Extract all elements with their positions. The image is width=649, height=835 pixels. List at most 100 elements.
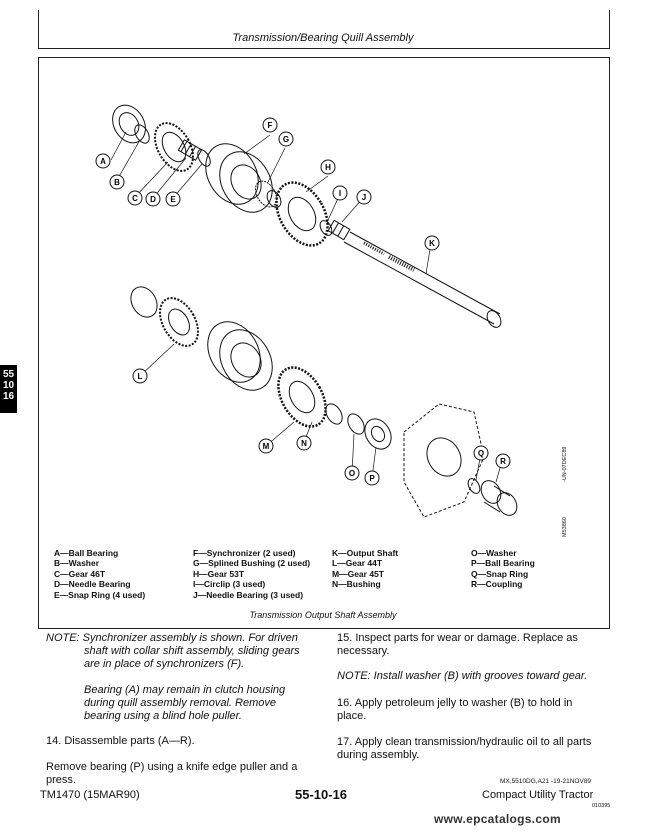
svg-text:E: E (170, 195, 176, 204)
text-line: necessary. (337, 645, 390, 657)
callout-f: F (262, 117, 278, 133)
legend-item: Q—Snap Ring (471, 568, 529, 579)
bushing-n (325, 403, 343, 425)
output-shaft-k (343, 231, 502, 328)
callout-r: R (495, 453, 511, 469)
callout-m: M (258, 438, 274, 454)
callout-n: N (296, 435, 312, 451)
text-line: 17. Apply clean transmission/hydraulic o… (337, 736, 592, 748)
washer-o (347, 413, 365, 435)
svg-text:H: H (325, 163, 331, 172)
step-14: 14. Disassemble parts (A—R). (46, 735, 195, 747)
step-15: 15. Inspect parts for wear or damage. Re… (337, 632, 578, 658)
svg-text:L: L (138, 372, 143, 381)
legend-column-1: A—Ball Bearing B—Washer C—Gear 46T D—Nee… (54, 548, 145, 600)
callout-g: G (278, 131, 294, 147)
note-washer: NOTE: Install washer (B) with grooves to… (337, 670, 588, 682)
footer-code: 010395 (592, 803, 611, 809)
text-line: NOTE: Synchronizer assembly is shown. Fo… (46, 632, 298, 644)
svg-text:J: J (362, 193, 366, 202)
svg-text:I: I (339, 189, 341, 198)
gear-46t (154, 122, 194, 172)
gear-45t (277, 366, 327, 428)
ball-bearing-a (112, 104, 146, 144)
callout-i: I (332, 185, 348, 201)
figure-caption: Transmission Output Shaft Assembly (249, 610, 397, 620)
svg-text:G: G (283, 135, 289, 144)
callout-j: J (356, 189, 372, 205)
circlip-i (319, 220, 333, 236)
header-frame (38, 10, 610, 49)
washer-b (134, 124, 150, 144)
callout-b: B (109, 174, 125, 190)
footer-manual-id: TM1470 (15MAR90) (40, 789, 140, 801)
splined-bushing-g (255, 180, 282, 208)
svg-text:F: F (268, 121, 273, 130)
text-line: Bearing (A) may remain in clutch housing (84, 684, 286, 696)
figure-frame (38, 57, 610, 629)
quill-housing (403, 403, 485, 518)
needle-bearing-d (177, 139, 203, 161)
watermark: www.epcatalogs.com (434, 812, 561, 826)
callout-e: E (165, 191, 181, 207)
legend-item: R—Coupling (471, 579, 523, 590)
ball-bearing-lower (130, 286, 158, 318)
text-line: during quill assembly removal. Remove (84, 697, 276, 709)
svg-text:O: O (349, 469, 355, 478)
legend-column-2: F—Synchronizer (2 used) G—Splined Bushin… (193, 548, 310, 600)
side-tab-line1: 55 (2, 369, 15, 380)
step-16: 16. Apply petroleum jelly to washer (B) … (337, 697, 572, 723)
side-tab-line3: 16 (2, 391, 15, 402)
legend-item: E—Snap Ring (4 used) (54, 589, 146, 600)
legend-item: J—Needle Bearing (3 used) (193, 589, 304, 600)
legend-item: G—Splined Bushing (2 used) (193, 558, 311, 569)
callout-q: Q (473, 445, 489, 461)
legend-item: N—Bushing (332, 579, 381, 590)
text-line: 15. Inspect parts for wear or damage. Re… (337, 632, 578, 644)
callout-l: L (132, 368, 148, 384)
note-synchronizer: NOTE: Synchronizer assembly is shown. Fo… (46, 632, 300, 671)
footer-page-number: 55-10-16 (295, 787, 348, 802)
svg-text:D: D (150, 195, 156, 204)
synchronizer-f (205, 143, 273, 213)
ball-bearing-p (364, 418, 392, 450)
side-tab-line2: 10 (2, 380, 15, 391)
gear-44t (159, 297, 199, 347)
legend-item: L—Gear 44T (332, 558, 383, 569)
gear-53t (275, 181, 329, 247)
legend-column-3: K—Output Shaft L—Gear 44T M—Gear 45T N—B… (332, 548, 398, 590)
legend-item: K—Output Shaft (332, 548, 399, 558)
section-title: Transmission/Bearing Quill Assembly (232, 32, 414, 44)
callout-a: A (95, 153, 111, 169)
callout-d: D (145, 191, 161, 207)
text-line: are in place of synchronizers (F). (84, 658, 245, 670)
legend-item: I—Circlip (3 used) (193, 579, 266, 590)
legend-item: D—Needle Bearing (54, 579, 131, 590)
legend-item: O—Washer (471, 548, 517, 558)
remove-bearing-instruction: Remove bearing (P) using a knife edge pu… (46, 761, 297, 787)
text-line: 16. Apply petroleum jelly to washer (B) … (337, 697, 573, 709)
legend-item: F—Synchronizer (2 used) (193, 548, 296, 558)
figure-code-bottom: M53860 (562, 517, 568, 537)
snap-ring-q (467, 478, 481, 494)
note-bearing: Bearing (A) may remain in clutch housing… (84, 684, 285, 723)
svg-text:B: B (114, 178, 120, 187)
text-line: during assembly. (337, 749, 420, 761)
coupling-r (480, 480, 518, 516)
callout-o: O (344, 465, 360, 481)
svg-text:R: R (500, 457, 506, 466)
text-line: place. (337, 710, 367, 722)
legend-item: H—Gear 53T (193, 568, 245, 579)
legend-item: P—Ball Bearing (471, 558, 535, 569)
exploded-view-illustration: A B C D E F G H I J K L M N O P Q R -UN-… (95, 104, 568, 537)
legend-item: B—Washer (54, 558, 100, 569)
svg-text:P: P (369, 474, 375, 483)
legend-item: M—Gear 45T (332, 568, 384, 579)
callout-k: K (424, 235, 440, 251)
document-code: MX,5510DG,A21 -19-21NOV89 (500, 778, 592, 785)
svg-text:A: A (100, 157, 106, 166)
step-17: 17. Apply clean transmission/hydraulic o… (337, 736, 591, 762)
svg-text:N: N (301, 439, 307, 448)
figure-code-top: -UN-07DEC89 (562, 447, 568, 482)
text-line: Remove bearing (P) using a knife edge pu… (46, 761, 298, 773)
